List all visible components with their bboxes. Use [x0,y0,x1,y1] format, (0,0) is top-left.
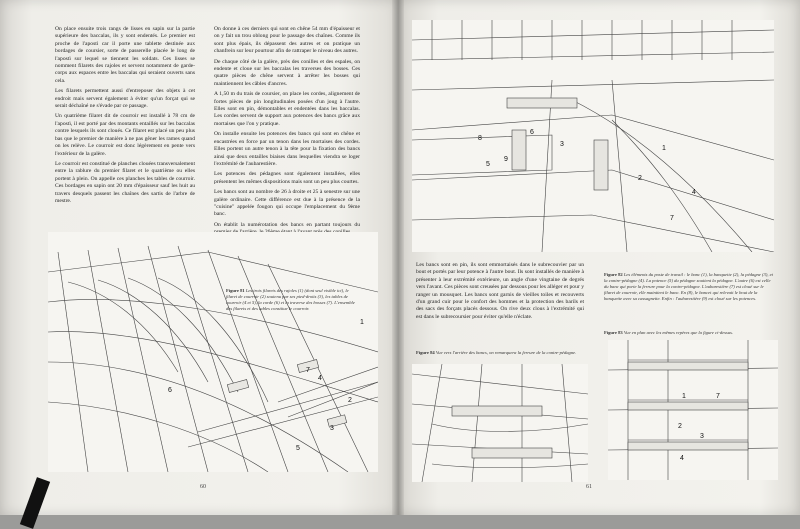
book-gutter [392,0,404,515]
paragraph: Les bancs sont au nombre de 26 à droite … [214,189,360,218]
caption-text: Les trois filarets des rajoles (1) (dont… [226,288,355,311]
figure-label: 4 [692,189,696,196]
figure-label: 2 [348,397,352,404]
figure-81-caption: Figure 81 Les trois filarets des rajoles… [226,288,358,312]
paragraph: On installe ensuite les potences des ban… [214,131,360,167]
figure-label: 9 [504,156,508,163]
figure-label: 5 [296,445,300,452]
figure-label: 4 [680,455,684,462]
figure-84-drawing [412,364,588,482]
figure-label: 2 [678,423,682,430]
paragraph: Les bancs sont en pin, ils sont emmortai… [416,262,584,320]
caption-text: Les éléments du poste de travail : le ba… [604,272,773,301]
figure-label: 2 [638,175,642,182]
left-column-1: On place ensuite trois rangs de lisses e… [55,26,195,208]
figure-label: 6 [168,387,172,394]
figure-82-caption: Figure 82 Les éléments du poste de trava… [604,272,774,302]
page-number-right: 61 [586,484,592,490]
right-page: 1 2 3 4 5 6 7 8 9 Les bancs sont en pin,… [398,0,800,515]
figure-83-caption: Figure 83 Vue en plan avec les mêmes rep… [604,330,774,336]
figure-label: 7 [306,367,310,374]
caption-title: Figure 83 [604,330,623,335]
left-page: On place ensuite trois rangs de lisses e… [0,0,398,515]
caption-title: Figure 81 [226,288,245,293]
caption-title: Figure 82 [604,272,623,277]
figure-label: 3 [700,433,704,440]
paragraph: Un quatrième filaret dit de courroir est… [55,113,195,157]
page-number-left: 60 [200,484,206,490]
figure-label: 5 [486,161,490,168]
paragraph: Les potences des pédagnes sont également… [214,171,360,185]
paragraph: On donne à ces derniers qui sont en chên… [214,26,360,55]
right-body-text: Les bancs sont en pin, ils sont emmortai… [416,262,584,324]
paragraph: A 1,50 m du trais de coursier, on place … [214,91,360,127]
figure-label: 1 [360,319,364,326]
figure-label: 8 [478,135,482,142]
caption-text: Vue vers l'arrière des bancs, on remarqu… [435,350,577,355]
figure-label: 1 [662,145,666,152]
top-figure-drawing: 1 2 3 4 5 6 7 8 9 [412,20,774,252]
paragraph: Le courroir est constitué de planches cl… [55,160,195,204]
caption-text: Vue en plan avec les mêmes repères que l… [623,330,734,335]
paragraph: On place ensuite trois rangs de lisses e… [55,26,195,84]
figure-label: 7 [716,393,720,400]
figure-label: 3 [560,141,564,148]
figure-label: 3 [330,425,334,432]
figure-81-drawing: 1 2 3 4 5 6 7 [48,232,378,472]
figure-label: 4 [318,375,322,382]
paragraph: Les filarets permettent aussi d'entrepos… [55,88,195,110]
figure-84-caption: Figure 84 Vue vers l'arrière des bancs, … [416,350,586,356]
figure-label: 6 [530,129,534,136]
left-column-2: On donne à ces derniers qui sont en chên… [214,26,360,240]
caption-title: Figure 84 [416,350,435,355]
figure-label: 7 [670,215,674,222]
paragraph: De chaque côté de la galère, près des co… [214,58,360,87]
figure-label: 1 [682,393,686,400]
figure-83-drawing: 1 2 3 4 7 [608,340,778,480]
